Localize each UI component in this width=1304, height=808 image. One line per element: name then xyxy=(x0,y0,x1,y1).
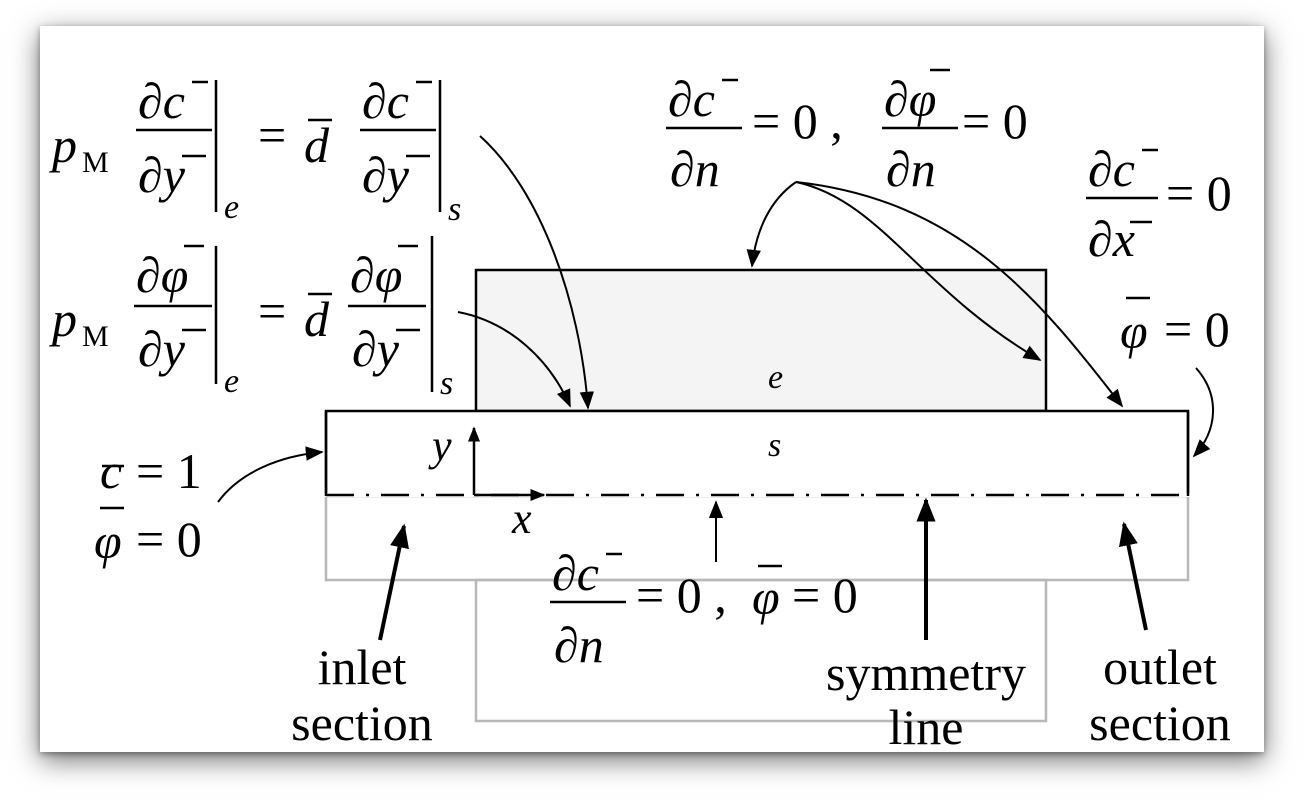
svg-text:e: e xyxy=(224,363,239,400)
svg-text:e: e xyxy=(224,189,239,226)
arrow-inlet xyxy=(217,446,324,503)
x-axis-label: x xyxy=(511,494,532,543)
outlet-label-line1: outlet xyxy=(1103,639,1217,695)
svg-text:=: = xyxy=(258,107,286,163)
svg-text:p: p xyxy=(49,291,77,347)
svg-text:φ: φ xyxy=(94,513,122,569)
svg-text:∂n: ∂n xyxy=(670,141,720,197)
svg-text:= 0: = 0 xyxy=(962,93,1028,149)
y-axis-label: y xyxy=(428,421,452,470)
svg-text:∂y: ∂y xyxy=(352,321,400,377)
arrow-top-wall-3 xyxy=(795,181,1124,408)
svg-text:φ: φ xyxy=(752,569,780,625)
arrow-outlet-section xyxy=(1118,521,1148,631)
svg-text:M: M xyxy=(82,320,109,353)
svg-text:∂n: ∂n xyxy=(554,617,604,673)
arrow-interface-c xyxy=(479,135,594,410)
svg-text:d: d xyxy=(304,117,330,173)
svg-text:s: s xyxy=(448,191,461,228)
svg-text:c: c xyxy=(100,443,122,499)
svg-text:∂c: ∂c xyxy=(362,73,409,129)
svg-text:d: d xyxy=(304,291,330,347)
svg-text:s: s xyxy=(440,365,453,402)
separator-region xyxy=(324,409,1190,497)
symmetry-label-line2: line xyxy=(889,699,964,755)
mirror-separator xyxy=(324,494,1190,582)
bc-interface-c: p M ∂c ∂y e = d ∂c ∂y s xyxy=(49,73,461,228)
svg-text:φ: φ xyxy=(1120,303,1148,359)
svg-text:= 0: = 0 xyxy=(792,567,858,623)
bc-symmetry: ∂c ∂n = 0 , φ = 0 xyxy=(550,545,858,673)
arrow-top-wall-1 xyxy=(746,181,797,268)
svg-text:∂φ: ∂φ xyxy=(350,247,402,303)
svg-text:∂c: ∂c xyxy=(668,71,715,127)
svg-text:∂x: ∂x xyxy=(1088,211,1135,267)
svg-text:∂φ: ∂φ xyxy=(884,71,936,127)
inlet-label-line1: inlet xyxy=(318,639,407,695)
outlet-label-line2: section xyxy=(1089,695,1231,751)
bc-outlet: ∂c ∂x = 0 φ = 0 xyxy=(1086,141,1232,359)
arrow-interface-phi xyxy=(457,311,571,408)
svg-text:= 0 ,: = 0 , xyxy=(752,93,843,149)
symmetry-label-line1: symmetry xyxy=(826,645,1026,701)
svg-text:=: = xyxy=(258,283,286,339)
svg-text:∂y: ∂y xyxy=(362,147,410,203)
mirror-electrode xyxy=(474,578,1048,723)
arrow-top-wall-2 xyxy=(795,181,1042,361)
svg-text:∂n: ∂n xyxy=(886,141,936,197)
inlet-label-line2: section xyxy=(291,695,433,751)
separator-label: s xyxy=(768,427,781,464)
svg-text:= 0: = 0 xyxy=(1164,301,1230,357)
svg-text:∂c: ∂c xyxy=(1088,141,1135,197)
arrow-outlet xyxy=(1192,367,1214,458)
bc-top-walls: ∂c ∂n = 0 , ∂φ ∂n = 0 xyxy=(666,68,1028,197)
svg-text:∂φ: ∂φ xyxy=(136,247,188,303)
svg-text:= 0: = 0 xyxy=(1166,165,1232,221)
arrow-inlet-section xyxy=(378,523,409,641)
svg-text:= 0: = 0 xyxy=(136,511,202,567)
svg-text:= 0 ,: = 0 , xyxy=(636,567,727,623)
svg-text:∂c: ∂c xyxy=(552,545,599,601)
svg-text:p: p xyxy=(49,117,77,173)
svg-text:∂y: ∂y xyxy=(138,147,186,203)
svg-text:M: M xyxy=(82,146,109,179)
bc-inlet: c = 1 φ = 0 xyxy=(94,443,202,569)
bc-interface-phi: p M ∂φ ∂y e = d ∂φ ∂y s xyxy=(49,236,453,402)
svg-text:∂c: ∂c xyxy=(138,73,185,129)
svg-text:∂y: ∂y xyxy=(138,321,186,377)
electrode-label: e xyxy=(768,359,783,396)
svg-text:= 1: = 1 xyxy=(136,443,202,499)
